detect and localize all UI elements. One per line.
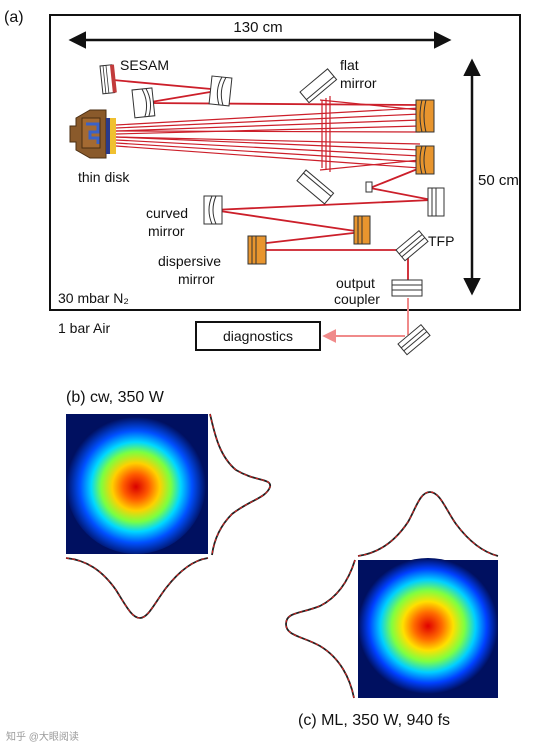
profile-vertical-ml-fit: [285, 559, 356, 699]
output-coupler-label-2: coupler: [334, 291, 380, 307]
curved-mirror-label-1: curved: [146, 205, 188, 221]
external-mirror: [397, 324, 431, 356]
watermark: 知乎 @大眼阅读: [6, 730, 79, 743]
thin-disk-label: thin disk: [78, 169, 130, 185]
profile-horizontal-cw-fit: [65, 557, 209, 619]
height-dimension-label: 50 cm: [478, 172, 519, 189]
dispersive-mirror-label-1: dispersive: [158, 253, 221, 269]
dispersive-mirror-mid: [353, 215, 371, 245]
curved-mirror-top: [208, 75, 233, 107]
panel-a-label: (a): [4, 9, 24, 26]
panel-c-label: (c) ML, 350 W, 940 fs: [298, 712, 450, 729]
vacuum-chamber: [49, 14, 521, 311]
ambient-label: 1 bar Air: [58, 320, 110, 336]
sesam-label: SESAM: [120, 57, 169, 73]
thin-disk-module: [69, 109, 116, 159]
beam-profile-ml: [358, 558, 498, 698]
chamber-gas-label: 30 mbar N₂: [58, 290, 129, 306]
flat-mirror-top: [299, 68, 338, 104]
curved-mirror-label-2: mirror: [148, 223, 185, 239]
flat-mirror-label-1: flat: [340, 57, 359, 73]
output-coupler-label-1: output: [336, 275, 375, 291]
profile-vertical-cw: [209, 413, 271, 556]
flat-mirror-right: [427, 187, 445, 217]
output-coupler: [391, 279, 423, 297]
flat-mirror-bottom: [296, 169, 335, 205]
flat-mirror-label-2: mirror: [340, 75, 377, 91]
diagnostics-box: [195, 321, 321, 351]
tfp-polarizer: [395, 230, 429, 262]
multipass-beams: [115, 96, 421, 172]
profile-vertical-cw-fit: [209, 413, 271, 556]
profile-horizontal-ml: [357, 491, 499, 557]
dispersive-mirror-label-2: mirror: [178, 271, 215, 287]
curved-mirror: [203, 195, 223, 225]
panel-b-label: (b) cw, 350 W: [66, 389, 165, 406]
profile-vertical-ml: [285, 559, 356, 699]
diagnostics-label: diagnostics: [223, 328, 293, 344]
sesam-optic: [99, 64, 117, 95]
multipass-mirror-upper: [415, 99, 435, 133]
dispersive-mirror: [247, 235, 267, 265]
tfp-label: TFP: [428, 233, 454, 249]
small-aperture: [365, 181, 373, 193]
width-dimension-label: 130 cm: [233, 19, 282, 36]
beam-profile-cw: [66, 414, 208, 554]
curved-mirror-left: [131, 87, 156, 119]
multipass-mirror-lower: [415, 145, 435, 175]
